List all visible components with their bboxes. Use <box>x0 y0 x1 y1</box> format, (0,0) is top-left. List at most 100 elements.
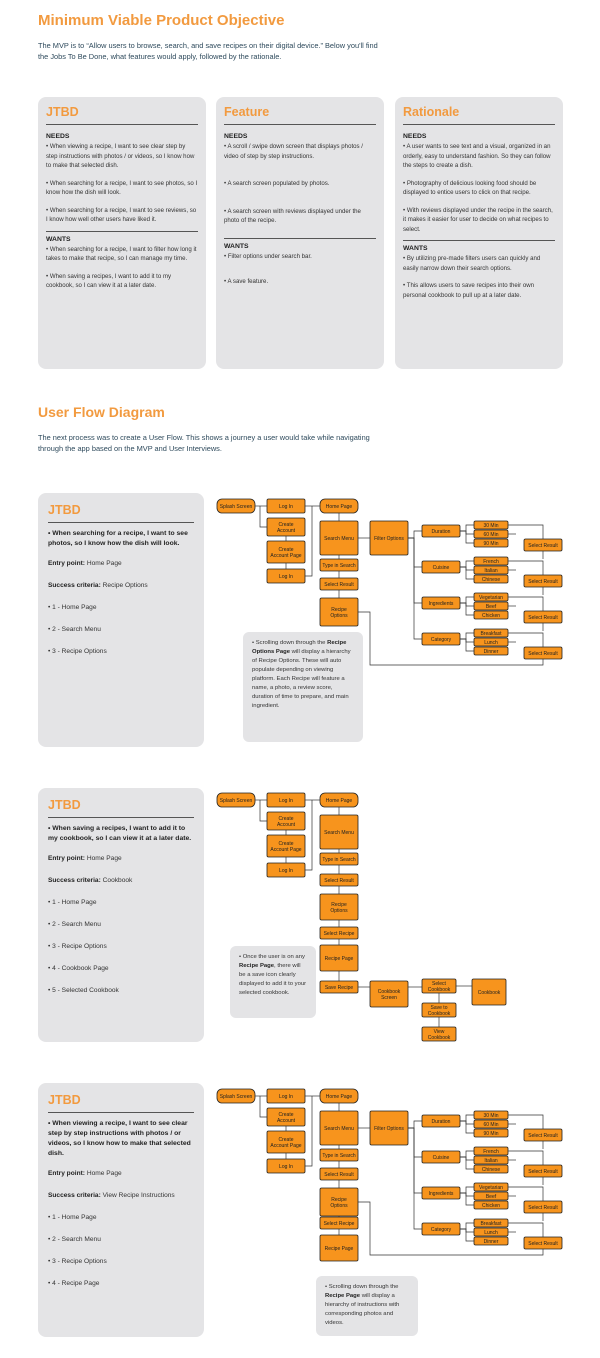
flow-node-label: Type in Search <box>322 563 356 569</box>
flow-node-label: Filter Options <box>374 536 404 542</box>
flow-connector <box>508 596 544 611</box>
flow-connector <box>305 1096 313 1167</box>
select-result-node: Select Result <box>319 577 359 591</box>
flow-node-label: Cookbook <box>428 1035 451 1041</box>
filter-category-node: Ingredients <box>421 1186 461 1200</box>
flow-connector <box>460 638 474 652</box>
flow-node-label: Save to <box>431 1005 448 1011</box>
note-1: • Scrolling down through the Recipe Opti… <box>243 632 363 742</box>
step-item: • 3 - Recipe Options <box>48 1258 107 1265</box>
flow-intro-line-1: The next process was to create a User Fl… <box>38 433 370 442</box>
flow-node-label: Log In <box>279 868 293 874</box>
success-label: Success criteria: <box>48 1192 101 1199</box>
flow-node-label: Italian <box>484 568 498 574</box>
step-item: • 2 - Search Menu <box>48 1236 101 1243</box>
flow-connector <box>408 537 422 568</box>
flow-connector <box>305 800 313 871</box>
flow-node-label: Select Result <box>528 1205 558 1211</box>
flow-node-label: Account Page <box>270 847 301 853</box>
flow-connector <box>408 1127 422 1194</box>
note-bold: Recipe Options Page <box>252 640 347 655</box>
intro-text: The MVP is to “Allow users to browse, se… <box>38 40 478 62</box>
filter-option-node: Vegetarian <box>473 592 509 602</box>
filter-category-node: Duration <box>421 524 461 538</box>
login-node-2: Log In <box>266 862 306 878</box>
flow-node-label: Breakfast <box>480 1221 502 1227</box>
flow-node-label: Search Menu <box>324 1126 354 1132</box>
success-label: Success criteria: <box>48 877 101 884</box>
flow-node-label: Log In <box>279 1094 293 1100</box>
flow-connector <box>408 1120 422 1129</box>
flow-node-label: Category <box>431 1227 452 1233</box>
flow-node-label: Select Result <box>528 1169 558 1175</box>
flow-node-label: 90 Min <box>483 541 498 547</box>
flow-connector <box>460 602 474 616</box>
flow-node-label: Select Result <box>324 582 354 588</box>
flow-node-label: Italian <box>484 1158 498 1164</box>
list-item: • Filter options under search bar. <box>224 252 312 260</box>
flow-node-label: Chicken <box>482 613 500 619</box>
filter-option-node: Chicken <box>473 610 509 620</box>
flow-node-label: Select Recipe <box>324 931 355 937</box>
note-bold: Recipe Page <box>325 1293 361 1299</box>
flow-node-label: Type in Search <box>322 857 356 863</box>
step-item: • 1 - Home Page <box>48 1214 97 1221</box>
card-question: • When searching for a recipe, I want to… <box>48 530 188 547</box>
flow-node-label: Cuisine <box>433 1155 450 1161</box>
flow-connector <box>508 1150 544 1165</box>
flow-section-title: User Flow Diagram <box>38 404 165 420</box>
column-title: JTBD <box>46 105 198 125</box>
flow-node-label: Recipe Page <box>325 1246 354 1252</box>
list-item: • A search screen with reviews displayed… <box>224 207 361 225</box>
flow-node-label: Log In <box>279 1164 293 1170</box>
flow-node-label: Lunch <box>484 640 498 646</box>
search-menu-node: Search Menu <box>319 520 359 556</box>
list-item: • By utilizing pre-made filters users ca… <box>403 255 541 272</box>
flow-connector <box>460 1150 474 1158</box>
needs-label: NEEDS <box>403 133 427 140</box>
flow-node-label: Create <box>278 816 293 822</box>
filter-select-result-node: Select Result <box>523 574 563 588</box>
flow-connector <box>460 1114 474 1122</box>
flow-node-label: Cookbook <box>378 989 401 995</box>
select-result-node: Select Result <box>319 873 359 887</box>
filter-option-node: 30 Min <box>473 1110 509 1120</box>
cookbook-node: Cookbook <box>471 978 507 1006</box>
flow-node-label: Type in Search <box>322 1153 356 1159</box>
filter-option-node: Dinner <box>473 646 509 656</box>
flow-node-label: French <box>483 1149 499 1155</box>
note-text: will display a hierarchy of instructions… <box>325 1293 400 1326</box>
filter-option-node: Breakfast <box>473 1218 509 1228</box>
flow-node-label: Create <box>278 1112 293 1118</box>
flow-node-label: Save Recipe <box>325 985 354 991</box>
flow-node-label: Chinese <box>482 577 501 583</box>
flow-node-label: Home Page <box>326 798 353 804</box>
flow-connector <box>259 1096 267 1118</box>
flow-node-label: Select Result <box>528 579 558 585</box>
splash-screen-node: Splash Screen <box>216 792 256 808</box>
flow-connector <box>460 566 474 580</box>
flow-node-label: Account <box>277 528 296 534</box>
filter-option-node: 30 Min <box>473 520 509 530</box>
recipe-page-node: Recipe Page <box>319 1234 359 1262</box>
flow-node-label: 60 Min <box>483 1122 498 1128</box>
filter-select-result-node: Select Result <box>523 646 563 660</box>
select-recipe-node: Select Recipe <box>319 926 359 940</box>
rationale-column: Rationale NEEDS • A user wants to see te… <box>395 97 563 369</box>
flow-node-label: Log In <box>279 574 293 580</box>
flow-node-label: Cookbook <box>428 987 451 993</box>
success-value: View Recipe Instructions <box>102 1192 175 1199</box>
search-menu-node: Search Menu <box>319 814 359 850</box>
flow-node-label: Splash Screen <box>220 798 253 804</box>
flow-node-label: Options <box>330 908 348 914</box>
search-menu-node: Search Menu <box>319 1110 359 1146</box>
flow-connector <box>508 632 544 647</box>
entry-value: Home Page <box>86 560 122 567</box>
flow-connector <box>460 1156 474 1161</box>
card-title: JTBD <box>48 798 194 818</box>
filter-option-node: Italian <box>473 1155 509 1165</box>
flow-node-label: Dinner <box>484 1239 499 1245</box>
intro-line-1: The MVP is to “Allow users to browse, se… <box>38 41 378 50</box>
